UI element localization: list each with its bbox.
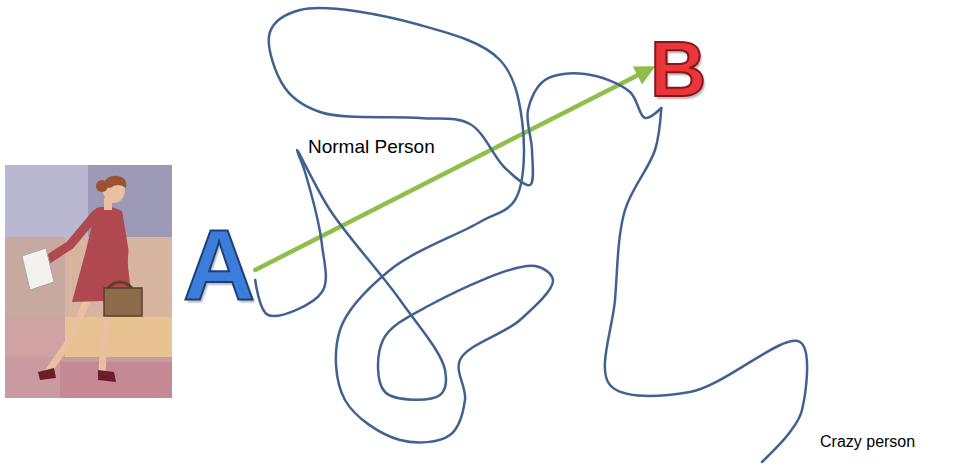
- shoe: [98, 370, 116, 382]
- node-letter: A: [183, 215, 255, 315]
- endpoint-letter: A: [183, 215, 255, 315]
- scribble-path: [255, 8, 661, 442]
- paper: [22, 248, 54, 290]
- tile: [5, 317, 65, 357]
- hair-bun: [96, 180, 108, 192]
- path-label: Normal Person: [308, 136, 435, 159]
- scribble-line: [605, 108, 807, 462]
- woman-clipart: [5, 165, 172, 398]
- direct-arrow: [255, 69, 650, 270]
- arm: [118, 214, 124, 282]
- tile: [60, 362, 172, 398]
- tile: [5, 357, 172, 398]
- tile: [5, 165, 88, 237]
- endpoint-letter: B: [650, 30, 706, 108]
- path-label: Crazy person: [820, 432, 915, 451]
- case-handle: [108, 282, 132, 288]
- arm: [44, 214, 96, 262]
- leg: [48, 298, 88, 372]
- briefcase: [104, 288, 142, 316]
- node-letter: B: [650, 30, 706, 108]
- shoe: [38, 368, 56, 380]
